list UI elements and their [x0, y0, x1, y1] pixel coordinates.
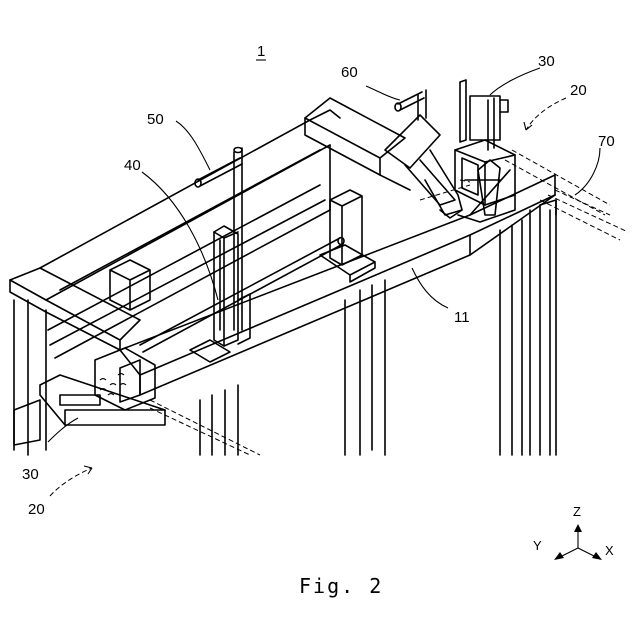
carrier-40 [214, 226, 250, 346]
left-support-posts [10, 268, 140, 455]
label-60: 60 [341, 64, 358, 81]
label-50: 50 [147, 111, 164, 128]
label-40: 40 [124, 157, 141, 174]
label-11: 11 [454, 309, 470, 326]
label-30-top: 30 [538, 53, 555, 70]
axis-y-label: Y [533, 538, 542, 553]
axis-z-label: Z [573, 504, 581, 519]
axis-indicator [554, 524, 602, 560]
figure-caption: Fig. 2 [299, 574, 383, 598]
label-30-bottom: 30 [22, 466, 39, 483]
axis-x-label: X [605, 543, 614, 558]
arrow-20-bottom [50, 466, 92, 496]
label-1: 1 [257, 43, 265, 60]
label-20-top: 20 [570, 82, 587, 99]
right-end-mechanism-60-30 [385, 80, 515, 222]
label-70: 70 [598, 133, 615, 150]
label-20-bottom: 20 [28, 501, 45, 518]
left-end-mechanism-30 [14, 348, 165, 445]
arrow-20-top [524, 98, 566, 130]
